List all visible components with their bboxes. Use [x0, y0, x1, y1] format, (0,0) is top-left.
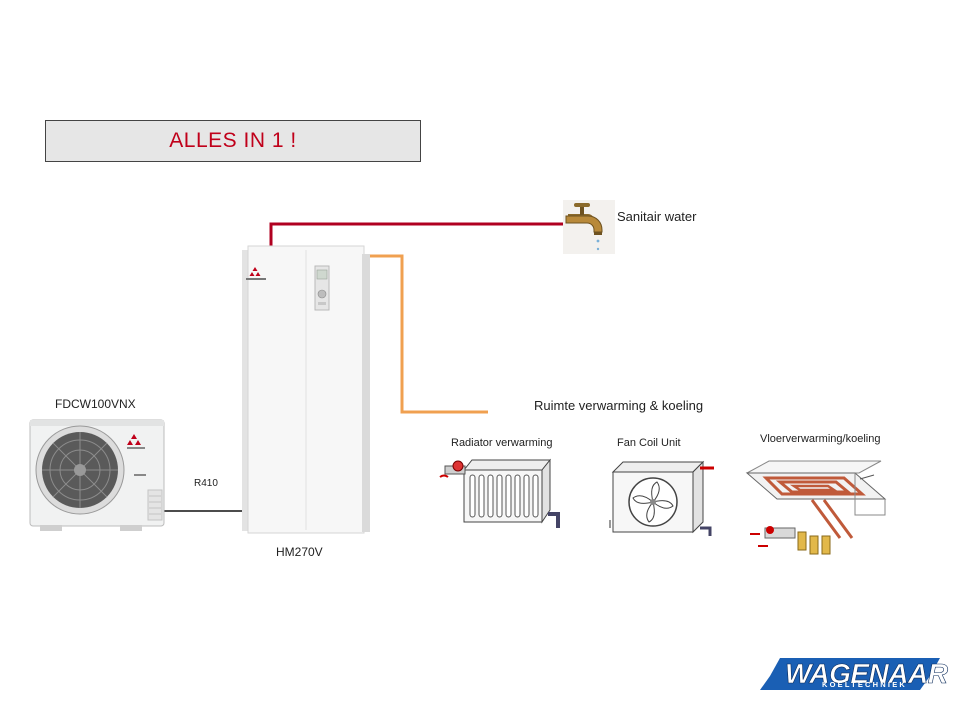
svg-text:WAGENAAR: WAGENAAR — [785, 658, 949, 689]
sanitary-water-label: Sanitair water — [617, 209, 697, 224]
indoor-unit-label: HM270V — [276, 545, 323, 559]
hot-water-pipe — [269, 222, 565, 249]
fan-coil-label: Fan Coil Unit — [617, 437, 681, 449]
title-banner: ALLES IN 1 ! — [45, 120, 421, 162]
fan-coil-icon — [609, 460, 714, 536]
heating-pipe — [370, 254, 488, 414]
svg-text:KOELTECHNIEK: KOELTECHNIEK — [822, 680, 907, 689]
indoor-unit — [242, 245, 370, 534]
space-heating-label: Ruimte verwarming & koeling — [534, 398, 704, 413]
floor-heating-icon — [745, 460, 887, 555]
tap-icon — [563, 200, 615, 254]
refrigerant-label: R410 — [194, 478, 218, 489]
title-text: ALLES IN 1 ! — [169, 129, 297, 152]
wagenaar-logo: WAGENAAR KOELTECHNIEK — [760, 658, 950, 690]
floor-heating-label: Vloerverwarming/koeling — [760, 433, 881, 445]
outdoor-unit — [29, 419, 165, 531]
outdoor-unit-label: FDCW100VNX — [55, 397, 136, 411]
radiator-label: Radiator verwarming — [451, 437, 553, 449]
radiator-icon — [439, 458, 560, 528]
